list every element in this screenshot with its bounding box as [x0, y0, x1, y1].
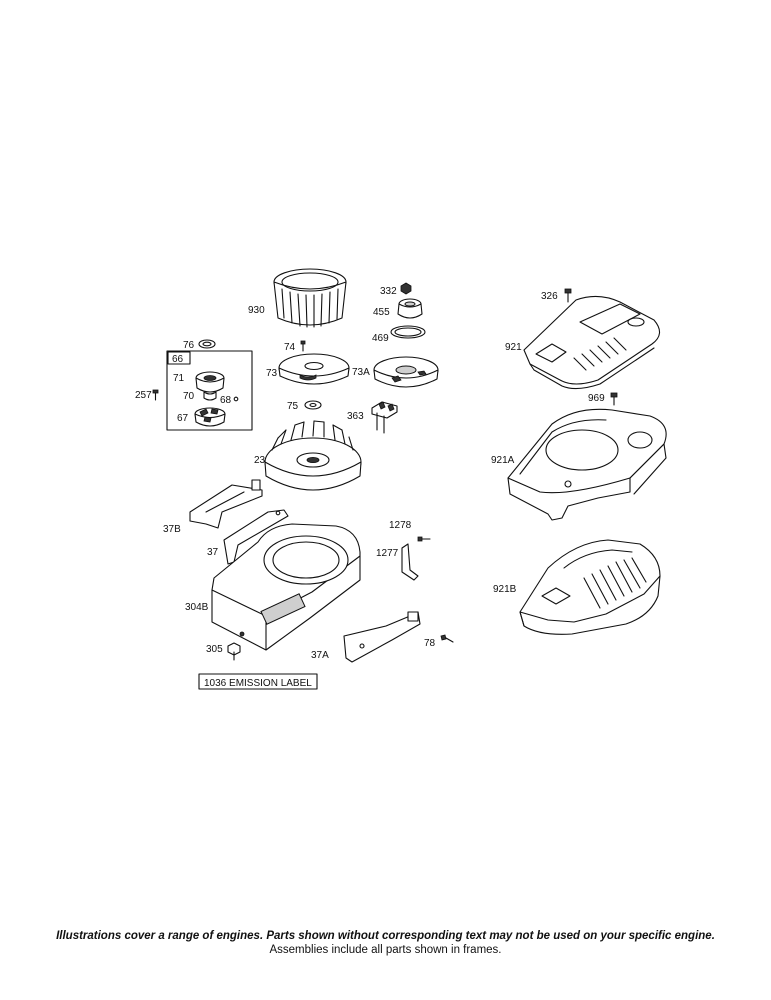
part-75-washer: [304, 400, 322, 410]
part-305-screw: [227, 642, 241, 661]
part-326-screw: [564, 288, 572, 303]
label-70: 70: [183, 391, 195, 402]
label-78: 78: [424, 638, 436, 649]
label-326: 326: [541, 291, 558, 302]
part-1277-guard: [401, 543, 419, 581]
label-67: 67: [177, 413, 189, 424]
part-68-ball: [233, 396, 239, 402]
part-921-engine-cover: [523, 295, 661, 390]
part-1278-screw: [417, 536, 431, 542]
part-73-starter-cup: [278, 353, 350, 385]
part-71-pawl-housing: [195, 371, 225, 393]
label-74: 74: [284, 342, 296, 353]
footer-disclaimer: Illustrations cover a range of engines. …: [56, 930, 715, 942]
label-66: 66: [172, 354, 184, 365]
label-921: 921: [505, 342, 522, 353]
part-257-screw: [152, 389, 159, 401]
part-76-ring: [198, 339, 216, 349]
part-74-screw: [300, 340, 306, 352]
part-70-spring: [203, 391, 217, 401]
label-930: 930: [248, 305, 265, 316]
part-labels: 930 332 455 469 326 921 76 74 66 71 70 6…: [135, 286, 605, 661]
label-1278: 1278: [389, 520, 412, 531]
part-332-nut: [400, 282, 412, 295]
label-71: 71: [173, 373, 185, 384]
part-73a-starter-cup: [373, 356, 439, 388]
label-37: 37: [207, 547, 219, 558]
emission-label-text: 1036 EMISSION LABEL: [204, 678, 312, 689]
label-73a: 73A: [352, 367, 370, 378]
part-455-pulley: [397, 298, 423, 319]
label-37a: 37A: [311, 650, 329, 661]
label-921b: 921B: [493, 584, 517, 595]
label-23: 23: [254, 455, 266, 466]
part-23-flywheel: [264, 420, 362, 491]
part-304b-blower-housing: [211, 523, 361, 651]
label-363: 363: [347, 411, 364, 422]
label-37b: 37B: [163, 524, 181, 535]
label-455: 455: [373, 307, 390, 318]
label-332: 332: [380, 286, 397, 297]
emission-label-box: 1036 EMISSION LABEL: [198, 673, 318, 690]
part-921a-engine-cover: [507, 408, 667, 521]
label-1277: 1277: [376, 548, 399, 559]
part-469-ring: [390, 325, 426, 339]
footer-assembly-note: Assemblies include all parts shown in fr…: [269, 944, 502, 956]
label-304b: 304B: [185, 602, 209, 613]
part-37-air-baffle: [223, 509, 289, 565]
label-921a: 921A: [491, 455, 515, 466]
part-37b-air-baffle: [189, 479, 263, 529]
assembly-frame-66: [166, 350, 253, 431]
part-921b-engine-cover: [519, 539, 661, 635]
label-73: 73: [266, 368, 278, 379]
label-305: 305: [206, 644, 223, 655]
label-75: 75: [287, 401, 299, 412]
part-363-bracket: [371, 401, 398, 434]
label-469: 469: [372, 333, 389, 344]
part-67-ratchet: [194, 407, 226, 427]
label-257: 257: [135, 390, 152, 401]
part-969-screw: [610, 392, 618, 406]
label-969: 969: [588, 393, 605, 404]
label-68: 68: [220, 395, 232, 406]
part-930-rotating-screen: [273, 268, 347, 328]
part-78-screw: [440, 634, 454, 643]
label-76: 76: [183, 340, 195, 351]
part-37a-air-baffle: [343, 611, 421, 663]
